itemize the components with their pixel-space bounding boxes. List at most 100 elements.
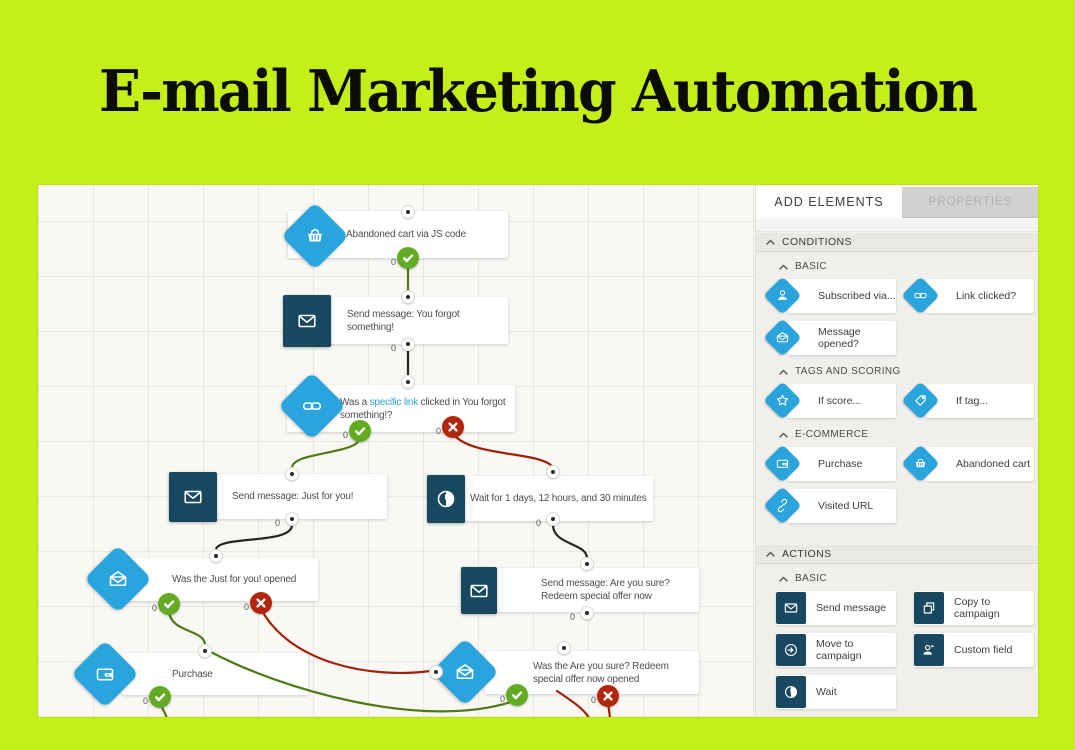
no-output-badge[interactable] bbox=[442, 416, 464, 438]
no-output-badge[interactable] bbox=[597, 685, 619, 707]
element-box: Visited URL bbox=[788, 489, 896, 523]
yes-output-badge[interactable] bbox=[349, 420, 371, 442]
workflow-connector bbox=[209, 650, 519, 713]
tab-add-elements[interactable]: ADD ELEMENTS bbox=[756, 185, 902, 219]
element-label: Copy to campaign bbox=[954, 595, 1000, 620]
element-send-message[interactable]: Send message bbox=[766, 591, 896, 625]
connector-dot[interactable] bbox=[557, 641, 571, 655]
was-just-for-you-opened[interactable]: Was the Just for you! opened bbox=[122, 558, 318, 601]
envelope-open-icon bbox=[107, 568, 129, 590]
envelope-open-icon bbox=[775, 330, 790, 345]
workflow-connector bbox=[555, 689, 590, 717]
collapse-icon bbox=[766, 239, 775, 245]
action-square[interactable] bbox=[427, 475, 465, 523]
element-link-clicked[interactable]: Link clicked? bbox=[901, 276, 1034, 315]
connector-dot[interactable] bbox=[401, 375, 415, 389]
wallet-icon bbox=[94, 663, 116, 685]
was-are-you-sure-opened[interactable]: Was the Are you sure? Redeem special off… bbox=[485, 651, 699, 694]
condition-diamond bbox=[763, 444, 802, 483]
element-label: Link clicked? bbox=[956, 289, 1017, 302]
connector-dot[interactable] bbox=[580, 557, 594, 571]
element-if-score[interactable]: If score... bbox=[763, 381, 896, 420]
copy-icon bbox=[921, 600, 937, 616]
connector-dot[interactable] bbox=[429, 665, 443, 679]
connector-dot[interactable] bbox=[546, 465, 560, 479]
action-square[interactable] bbox=[461, 567, 497, 614]
node-label: Send message: You forgot something! bbox=[347, 308, 460, 333]
connector-dot[interactable] bbox=[401, 205, 415, 219]
envelope-open-icon bbox=[454, 661, 476, 683]
action-square[interactable] bbox=[169, 472, 217, 522]
element-subscribed-via[interactable]: Subscribed via... bbox=[763, 276, 896, 315]
element-visited-url[interactable]: Visited URL bbox=[763, 486, 896, 525]
connector-dot[interactable] bbox=[546, 512, 560, 526]
condition-diamond bbox=[763, 318, 802, 357]
sidebar-content: CONDITIONS BASIC Subscribed via... Link cli… bbox=[756, 232, 1038, 711]
subsection-header-label: BASIC bbox=[795, 573, 828, 584]
element-custom-field[interactable]: Custom field bbox=[904, 633, 1034, 667]
element-purchase[interactable]: Purchase bbox=[763, 444, 896, 483]
no-output-badge[interactable] bbox=[250, 592, 272, 614]
section-header-label: CONDITIONS bbox=[782, 236, 852, 248]
element-label: Send message bbox=[816, 601, 887, 614]
action-square[interactable] bbox=[283, 295, 331, 347]
yes-output-badge[interactable] bbox=[149, 686, 171, 708]
person-icon bbox=[775, 288, 790, 303]
element-abandoned-cart[interactable]: Abandoned cart bbox=[901, 444, 1034, 483]
element-if-tag[interactable]: If tag... bbox=[901, 381, 1034, 420]
subsection-header-e-commerce[interactable]: E-COMMERCE bbox=[756, 429, 1038, 440]
connector-dot[interactable] bbox=[401, 337, 415, 351]
condition-diamond[interactable] bbox=[71, 640, 139, 708]
action-square bbox=[776, 592, 806, 624]
condition-diamond[interactable] bbox=[84, 545, 152, 613]
collapse-icon bbox=[766, 551, 775, 557]
node-label-link[interactable]: specific link bbox=[369, 396, 419, 408]
connector-dot[interactable] bbox=[285, 512, 299, 526]
condition-diamond[interactable] bbox=[431, 638, 499, 706]
connector-dot[interactable] bbox=[198, 644, 212, 658]
element-label: Custom field bbox=[954, 643, 1013, 656]
subsection-header-basic[interactable]: BASIC bbox=[756, 573, 1038, 584]
yes-output-badge[interactable] bbox=[158, 593, 180, 615]
workflow-connector bbox=[551, 523, 589, 560]
workflow-connector bbox=[214, 523, 294, 552]
workflow-connector bbox=[451, 432, 554, 468]
condition-diamond[interactable] bbox=[281, 202, 349, 270]
connector-dot[interactable] bbox=[285, 467, 299, 481]
section-header-actions[interactable]: ACTIONS bbox=[756, 544, 1038, 564]
output-count: 0 bbox=[152, 603, 158, 613]
yes-output-badge[interactable] bbox=[397, 247, 419, 269]
node-label: Purchase bbox=[172, 668, 213, 680]
element-wait[interactable]: Wait bbox=[766, 675, 896, 709]
subsection-header-basic[interactable]: BASIC bbox=[756, 261, 1038, 272]
subsection-header-label: BASIC bbox=[795, 261, 828, 272]
node-label: Send message: Just for you! bbox=[232, 491, 354, 502]
connector-dot[interactable] bbox=[580, 606, 594, 620]
yes-output-badge[interactable] bbox=[506, 684, 528, 706]
wait-node[interactable]: Wait for 1 days, 12 hours, and 30 minute… bbox=[428, 476, 653, 521]
element-label: Message opened? bbox=[818, 325, 861, 350]
connector-dot[interactable] bbox=[209, 549, 223, 563]
sidebar-tab-bar: ADD ELEMENTS PROPERTIES bbox=[756, 185, 1038, 219]
cart-icon bbox=[913, 456, 928, 471]
element-copy-to-campaign[interactable]: Copy to campaign bbox=[904, 591, 1034, 625]
connector-dot[interactable] bbox=[401, 290, 415, 304]
section-header-conditions[interactable]: CONDITIONS bbox=[756, 232, 1038, 252]
tab-properties[interactable]: PROPERTIES bbox=[902, 187, 1038, 218]
element-box: If tag... bbox=[926, 384, 1034, 418]
collapse-icon bbox=[779, 369, 788, 375]
element-message-opened[interactable]: Message opened? bbox=[763, 318, 896, 357]
send-message-are-you-sure[interactable]: Send message: Are you sure? Redeem speci… bbox=[497, 568, 699, 612]
subsection-header-tags-and-scoring[interactable]: TAGS AND SCORING bbox=[756, 366, 1038, 377]
condition-diamond[interactable] bbox=[278, 372, 346, 440]
element-move-to-campaign[interactable]: Move to campaign bbox=[766, 633, 896, 667]
condition-diamond bbox=[901, 276, 940, 315]
workflow-connector bbox=[259, 607, 432, 674]
envelope-icon bbox=[468, 580, 490, 602]
move-icon bbox=[783, 642, 799, 658]
workflow-connector bbox=[167, 608, 207, 647]
